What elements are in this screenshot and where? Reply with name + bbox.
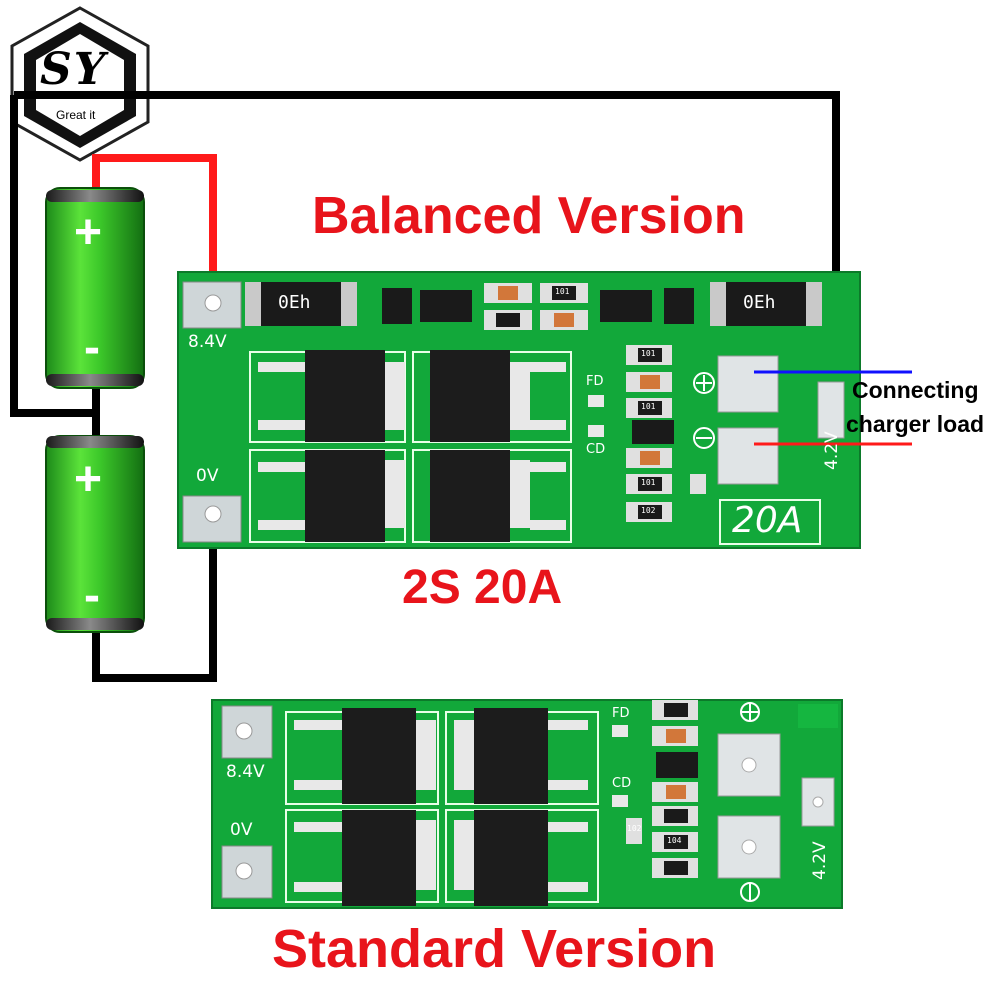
standard-board: [211, 699, 843, 909]
balanced-resistor-label-2: 101: [641, 402, 656, 411]
battery-top-minus: -: [84, 321, 100, 374]
balanced-pad-4v2-label: 4.2V: [822, 431, 842, 470]
balanced-resistor-label-4: 101: [555, 287, 570, 296]
logo-tagline: Great it: [56, 108, 96, 122]
balanced-shunt-left-label: 0Eh: [278, 292, 311, 313]
battery-top-plus: +: [74, 206, 103, 259]
callout-line-2: charger load: [846, 411, 985, 437]
balanced-shunt-right-label: 0Eh: [743, 292, 776, 313]
callout-line-1: Connecting: [852, 377, 979, 403]
standard-pad-4v2-label: 4.2V: [810, 841, 830, 880]
balanced-board: [177, 271, 861, 549]
logo-letters: SY: [40, 44, 108, 95]
battery-top: [45, 187, 145, 389]
balanced-resistor-label-1: 101: [641, 349, 656, 358]
balanced-cd-label: CD: [586, 442, 606, 457]
red-wire: [92, 154, 217, 305]
balanced-resistor-label-3: 101: [641, 478, 656, 487]
standard-cd-label: CD: [612, 776, 632, 791]
balanced-rating-label: 20A: [732, 500, 803, 541]
standard-pad-0v-label: 0V: [230, 820, 253, 840]
balanced-resistor-label-5: 102: [641, 506, 656, 515]
standard-fd-label: FD: [612, 706, 630, 721]
brand-logo: [10, 6, 150, 162]
battery-bottom: [45, 435, 145, 633]
balanced-fd-label: FD: [586, 374, 604, 389]
standard-pad-8v4-label: 8.4V: [226, 762, 265, 782]
standard-version-heading: Standard Version: [272, 919, 717, 979]
model-heading: 2S 20A: [402, 561, 563, 614]
standard-resistor-label-2: 104: [667, 836, 682, 845]
balanced-pad-8v4-label: 8.4V: [188, 332, 227, 352]
battery-bottom-minus: -: [84, 569, 100, 622]
battery-bottom-plus: +: [74, 453, 103, 506]
balanced-pad-0v-label: 0V: [196, 466, 219, 486]
standard-resistor-label-1: 102: [627, 824, 642, 833]
balanced-version-heading: Balanced Version: [312, 187, 746, 245]
